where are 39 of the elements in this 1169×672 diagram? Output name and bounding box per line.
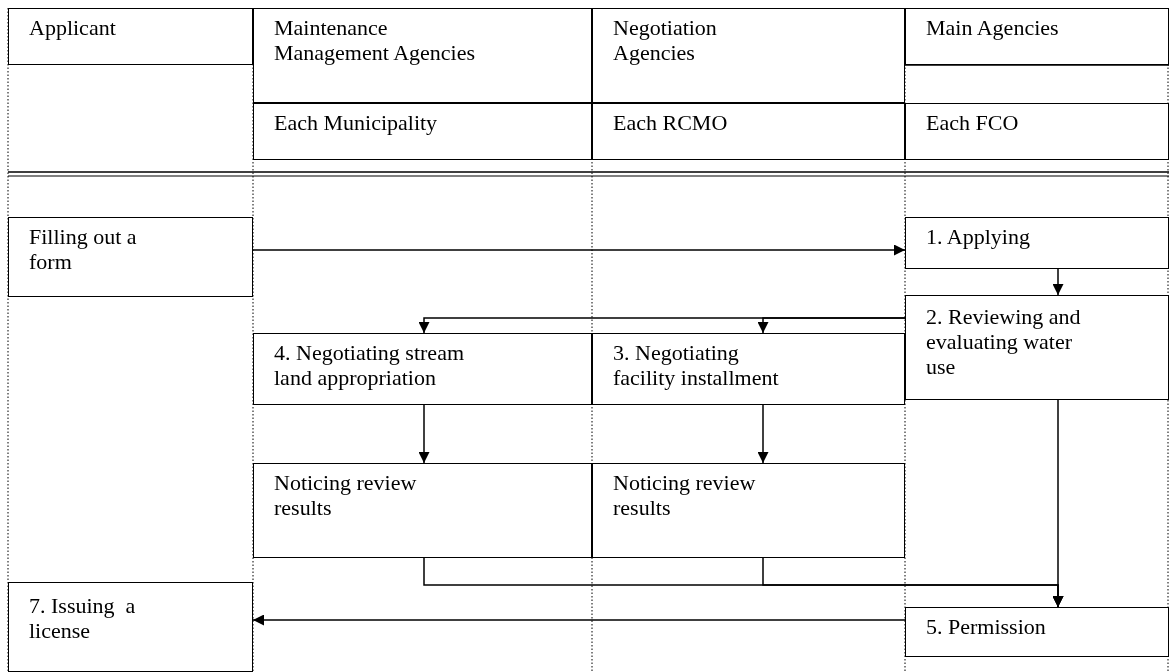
arrow [418,404,430,464]
header-cell [905,8,1169,65]
column-heading: Applicant [29,15,116,40]
header-cell [592,103,905,160]
step-label: 4. Negotiating stream land appropriation [274,340,465,390]
process-box [8,217,253,297]
column-heading: Each Municipality [274,110,438,135]
arrow [757,404,769,464]
process-box [905,607,1169,657]
step-label: 7. Issuing a license [29,593,137,643]
arrow [252,244,906,256]
header-cell [253,8,592,103]
column-heading: Maintenance Management Agencies [274,15,476,65]
column-heading: Main Agencies [926,15,1059,40]
step-label: 1. Applying [926,224,1030,249]
process-box [905,295,1169,400]
arrow [252,614,906,626]
process-box [253,463,592,558]
process-box [592,333,905,405]
step-label: 5. Permission [926,614,1046,639]
column-heading: Each RCMO [613,110,728,135]
step-label: Noticing review results [274,470,418,520]
step-label: 3. Negotiating facility installment [613,340,780,390]
process-box [905,217,1169,269]
arrow [1052,268,1064,296]
header-cell [592,8,905,103]
arrow [762,557,1064,608]
step-label: Filling out a form [29,224,138,274]
step-label: 2. Reviewing and evaluating water use [926,304,1082,379]
process-box [253,333,592,405]
process-box [8,582,253,672]
process-box [592,463,905,558]
header-cell [8,8,253,65]
column-heading: Each FCO [926,110,1019,135]
column-heading: Negotiation Agencies [613,15,718,65]
step-label: Noticing review results [613,470,757,520]
header-cell [905,103,1169,160]
arrow [757,317,906,334]
header-cell [253,103,592,160]
